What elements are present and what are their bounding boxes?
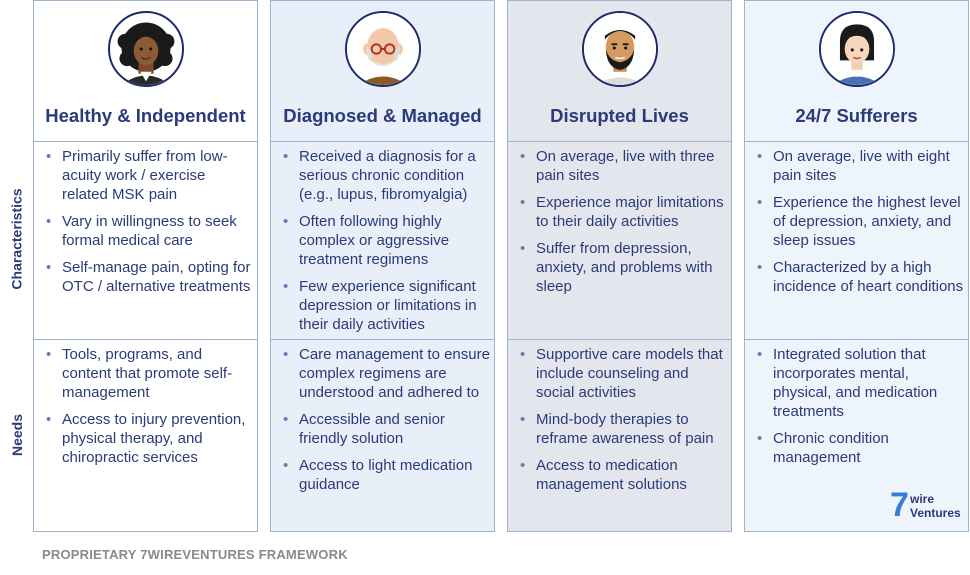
section-divider — [34, 339, 257, 340]
logo-mark: 7 — [890, 486, 909, 524]
column-title: 24/7 Sufferers — [795, 105, 918, 126]
footer-caption: PROPRIETARY 7WIREVENTURES FRAMEWORK — [42, 547, 348, 562]
list-item: Characterized by a high incidence of hea… — [753, 258, 964, 296]
list-item: Access to medication management solution… — [516, 456, 727, 494]
list-item: Vary in willingness to seek formal medic… — [42, 212, 253, 250]
header-divider — [745, 141, 968, 142]
column-title: Healthy & Independent — [45, 105, 246, 126]
segment-column-healthy-independent: Healthy & Independent Primarily suffer f… — [33, 0, 258, 532]
woman-curly-hair-avatar-icon — [107, 11, 184, 87]
section-divider — [508, 339, 731, 340]
characteristics-list: Primarily suffer from low-acuity work / … — [42, 147, 253, 304]
needs-list: Integrated solution that incorporates me… — [753, 345, 964, 475]
list-item: Tools, programs, and content that promot… — [42, 345, 253, 402]
characteristics-list: On average, live with eight pain sites E… — [753, 147, 964, 304]
list-item: Care management to ensure complex regime… — [279, 345, 490, 402]
logo-word-wire: wire — [910, 492, 935, 506]
segment-column-24-7-sufferers: 24/7 Sufferers On average, live with eig… — [744, 0, 969, 532]
column-header: Healthy & Independent — [34, 1, 257, 141]
column-header: 24/7 Sufferers — [745, 1, 968, 141]
list-item: Mind-body therapies to reframe awareness… — [516, 410, 727, 448]
list-item: Supportive care models that include coun… — [516, 345, 727, 402]
list-item: Received a diagnosis for a serious chron… — [279, 147, 490, 204]
header-divider — [271, 141, 494, 142]
header-divider — [508, 141, 731, 142]
list-item: Access to injury prevention, physical th… — [42, 410, 253, 467]
list-item: Suffer from depression, anxiety, and pro… — [516, 239, 727, 296]
row-label-needs: Needs — [9, 413, 25, 457]
list-item: Self-manage pain, opting for OTC / alter… — [42, 258, 253, 296]
section-divider — [745, 339, 968, 340]
woman-bob-hair-avatar-icon — [818, 11, 895, 87]
list-item: Primarily suffer from low-acuity work / … — [42, 147, 253, 204]
column-title: Disrupted Lives — [550, 105, 689, 126]
list-item: Access to light medication guidance — [279, 456, 490, 494]
bearded-man-avatar-icon — [581, 11, 658, 87]
list-item: On average, live with three pain sites — [516, 147, 727, 185]
list-item: Few experience significant depression or… — [279, 277, 490, 334]
header-divider — [34, 141, 257, 142]
needs-list: Tools, programs, and content that promot… — [42, 345, 253, 475]
characteristics-list: On average, live with three pain sites E… — [516, 147, 727, 304]
segment-column-diagnosed-managed: Diagnosed & Managed Received a diagnosis… — [270, 0, 495, 532]
7wire-ventures-logo: 7 wire Ventures — [890, 486, 962, 524]
characteristics-list: Received a diagnosis for a serious chron… — [279, 147, 490, 342]
list-item: Integrated solution that incorporates me… — [753, 345, 964, 421]
column-header: Disrupted Lives — [508, 1, 731, 141]
column-title: Diagnosed & Managed — [283, 105, 482, 126]
list-item: Chronic condition management — [753, 429, 964, 467]
bald-man-glasses-avatar-icon — [344, 11, 421, 87]
list-item: Often following highly complex or aggres… — [279, 212, 490, 269]
list-item: Accessible and senior friendly solution — [279, 410, 490, 448]
column-header: Diagnosed & Managed — [271, 1, 494, 141]
list-item: Experience major limitations to their da… — [516, 193, 727, 231]
needs-list: Supportive care models that include coun… — [516, 345, 727, 502]
section-divider — [271, 339, 494, 340]
needs-list: Care management to ensure complex regime… — [279, 345, 490, 502]
list-item: Experience the highest level of depressi… — [753, 193, 964, 250]
row-label-characteristics: Characteristics — [9, 188, 26, 290]
segment-column-disrupted-lives: Disrupted Lives On average, live with th… — [507, 0, 732, 532]
list-item: On average, live with eight pain sites — [753, 147, 964, 185]
logo-word-ventures: Ventures — [910, 506, 961, 520]
